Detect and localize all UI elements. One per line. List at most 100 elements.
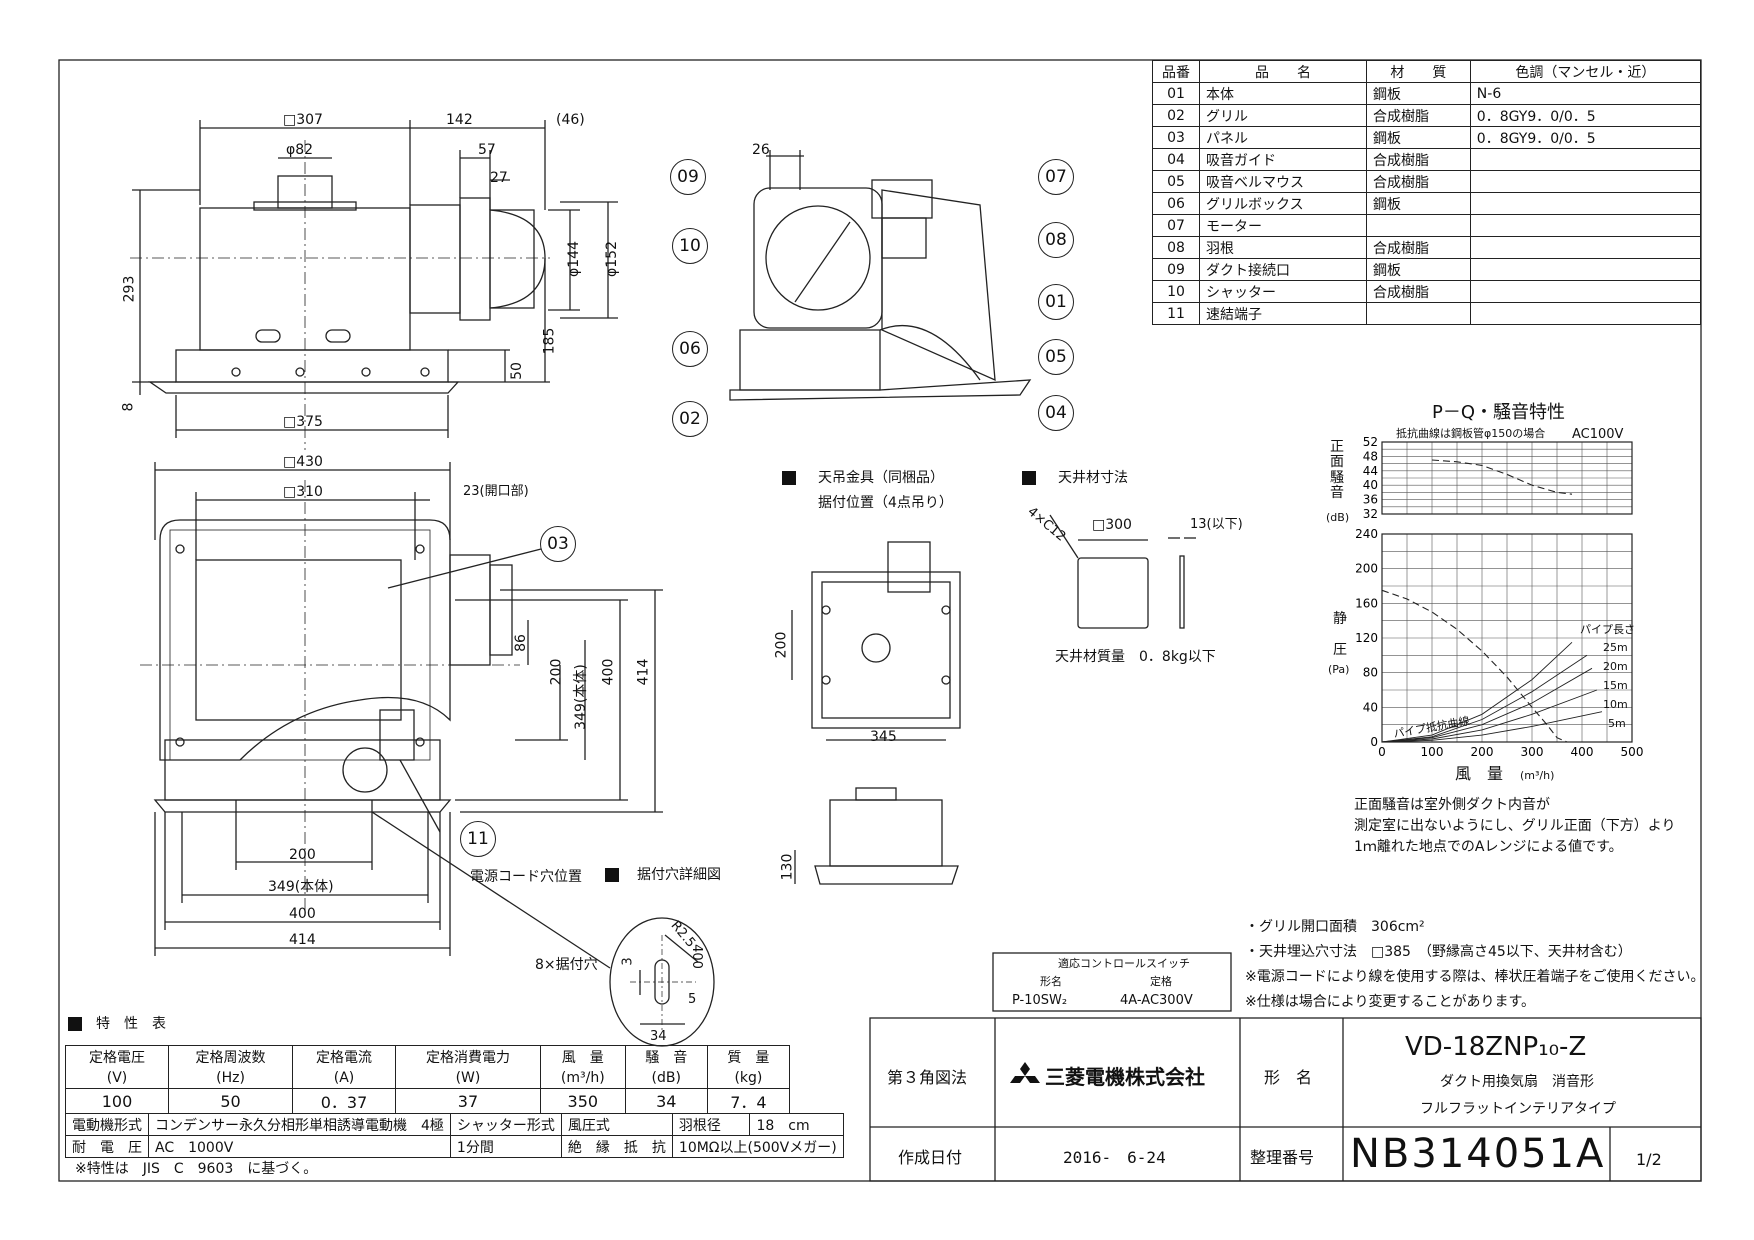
dim-430: □430 bbox=[283, 454, 323, 470]
chart-power: AC100V bbox=[1572, 427, 1624, 442]
parts-cell: 02 bbox=[1152, 104, 1200, 127]
detail-3: 3 bbox=[620, 957, 636, 966]
spec-note-1: ・グリル開口面積 306cm² bbox=[1245, 919, 1425, 935]
spec-voltage-cell: 1分間 bbox=[449, 1135, 562, 1158]
pipe-len-15: 15m bbox=[1603, 679, 1628, 692]
spec-table-title: 特 性 表 bbox=[96, 1016, 166, 1032]
dim-375: □375 bbox=[283, 414, 323, 430]
parts-header-1: 品 名 bbox=[1199, 60, 1367, 83]
parts-cell: N-6 bbox=[1469, 82, 1702, 105]
hanger-dim-345: 345 bbox=[870, 729, 897, 745]
spec-voltage-cell: 絶 縁 抵 抗 bbox=[560, 1135, 673, 1158]
ceiling-mass: 天井材質量 0．8kg以下 bbox=[1055, 649, 1216, 665]
dim-phi152: φ152 bbox=[603, 241, 620, 277]
pressure-tick-label: 160 bbox=[1355, 596, 1378, 610]
parts-header-2: 材 質 bbox=[1366, 60, 1471, 83]
model-desc-2: フルフラットインテリアタイプ bbox=[1420, 1101, 1616, 1117]
dim-310: □310 bbox=[283, 484, 323, 500]
dim-phi82: φ82 bbox=[286, 142, 314, 158]
spec-voltage-cell: 耐 電 圧 bbox=[65, 1135, 149, 1158]
spec-footnote: ※特性は JIS C 9603 に基づく。 bbox=[75, 1161, 318, 1177]
spec-value: 350 bbox=[539, 1088, 626, 1114]
spec-motor-cell: 18 cm bbox=[749, 1113, 844, 1136]
parts-cell bbox=[1366, 214, 1471, 237]
noise-note-3: 1ｍ離れた地点でのAレンジによる値です。 bbox=[1354, 839, 1623, 855]
parts-cell: 鋼板 bbox=[1366, 192, 1471, 215]
noise-tick-label: 32 bbox=[1363, 507, 1378, 521]
dim-57: 57 bbox=[478, 142, 496, 158]
parts-cell bbox=[1469, 214, 1702, 237]
noise-tick-label: 44 bbox=[1363, 464, 1378, 478]
dim-400-h: 400 bbox=[289, 906, 316, 922]
callout-03: 03 bbox=[540, 526, 576, 562]
pipe-length-title: パイプ長さ bbox=[1580, 623, 1635, 636]
dim-86: 86 bbox=[512, 634, 529, 652]
parts-cell bbox=[1469, 148, 1702, 171]
pipe-curve-25m bbox=[1381, 641, 1573, 743]
pipe-curve-20m bbox=[1381, 654, 1588, 743]
noise-axis-unit: (dB) bbox=[1326, 511, 1350, 524]
noise-tick-label: 36 bbox=[1363, 493, 1378, 507]
parts-cell: 合成樹脂 bbox=[1366, 104, 1471, 127]
spec-note-3: ※電源コードにより線を使用する際は、棒状圧着端子をご使用ください。 bbox=[1245, 969, 1705, 985]
parts-cell bbox=[1469, 236, 1702, 259]
spec-value: 37 bbox=[395, 1088, 541, 1114]
switch-model: P-10SW₂ bbox=[1012, 993, 1068, 1008]
hanger-title: 天吊金具（同梱品） bbox=[818, 470, 944, 486]
mount-detail-title: 据付穴詳細図 bbox=[637, 867, 721, 883]
spec-header: (Hz) bbox=[168, 1067, 293, 1089]
model-label: 形 名 bbox=[1264, 1068, 1313, 1087]
chart-note-top: 抵抗曲線は鋼板管φ150の場合 bbox=[1396, 427, 1546, 440]
ceiling-title: 天井材寸法 bbox=[1058, 470, 1128, 486]
pq-curve bbox=[1381, 589, 1568, 743]
spec-header: 質 量 bbox=[706, 1045, 791, 1067]
spec-header: 定格周波数 bbox=[168, 1045, 293, 1067]
parts-cell: 速結端子 bbox=[1199, 302, 1367, 325]
dim-400-v: 400 bbox=[600, 658, 617, 686]
spec-header: (dB) bbox=[624, 1067, 708, 1089]
power-cord-label: 電源コード穴位置 bbox=[470, 869, 582, 885]
parts-cell: 鋼板 bbox=[1366, 258, 1471, 281]
parts-cell: 03 bbox=[1152, 126, 1200, 149]
spec-header: (W) bbox=[395, 1067, 541, 1089]
parts-cell: 吸音ベルマウス bbox=[1199, 170, 1367, 193]
projection-method: 第３角図法 bbox=[887, 1068, 968, 1087]
parts-cell bbox=[1469, 170, 1702, 193]
detail-5: 5 bbox=[688, 992, 697, 1007]
mitsubishi-logo-icon bbox=[1010, 1062, 1040, 1090]
dim-349-v: 349(本体) bbox=[572, 664, 589, 730]
spec-value: 100 bbox=[64, 1088, 170, 1114]
spec-header: 風 量 bbox=[539, 1045, 626, 1067]
x-tick-label: 300 bbox=[1521, 745, 1544, 759]
parts-cell bbox=[1469, 302, 1702, 325]
callout-09: 09 bbox=[670, 159, 706, 195]
model-desc-1: ダクト用換気扇 消音形 bbox=[1440, 1074, 1594, 1090]
pressure-tick-label: 0 bbox=[1370, 735, 1378, 749]
spec-motor-cell: 風圧式 bbox=[560, 1113, 673, 1136]
parts-cell bbox=[1469, 192, 1702, 215]
pipe-curve-15m bbox=[1381, 667, 1593, 743]
chart-title: P－Q・騒音特性 bbox=[1432, 402, 1566, 423]
spec-value: 0．37 bbox=[291, 1088, 397, 1114]
spec-value: 50 bbox=[168, 1088, 293, 1114]
company-name: 三菱電機株式会社 bbox=[1045, 1065, 1205, 1089]
switch-title: 適応コントロールスイッチ bbox=[1058, 957, 1190, 970]
pipe-len-25: 25m bbox=[1603, 641, 1628, 654]
parts-cell: 07 bbox=[1152, 214, 1200, 237]
spec-value: 34 bbox=[624, 1088, 708, 1114]
parts-cell: 0．8GY9．0/0．5 bbox=[1469, 104, 1702, 127]
callout-06: 06 bbox=[672, 331, 708, 367]
parts-cell: 06 bbox=[1152, 192, 1200, 215]
spec-table-marker bbox=[68, 1017, 82, 1031]
parts-cell: 合成樹脂 bbox=[1366, 236, 1471, 259]
parts-cell: 05 bbox=[1152, 170, 1200, 193]
parts-cell: 鋼板 bbox=[1366, 126, 1471, 149]
parts-cell: シャッター bbox=[1199, 280, 1367, 303]
